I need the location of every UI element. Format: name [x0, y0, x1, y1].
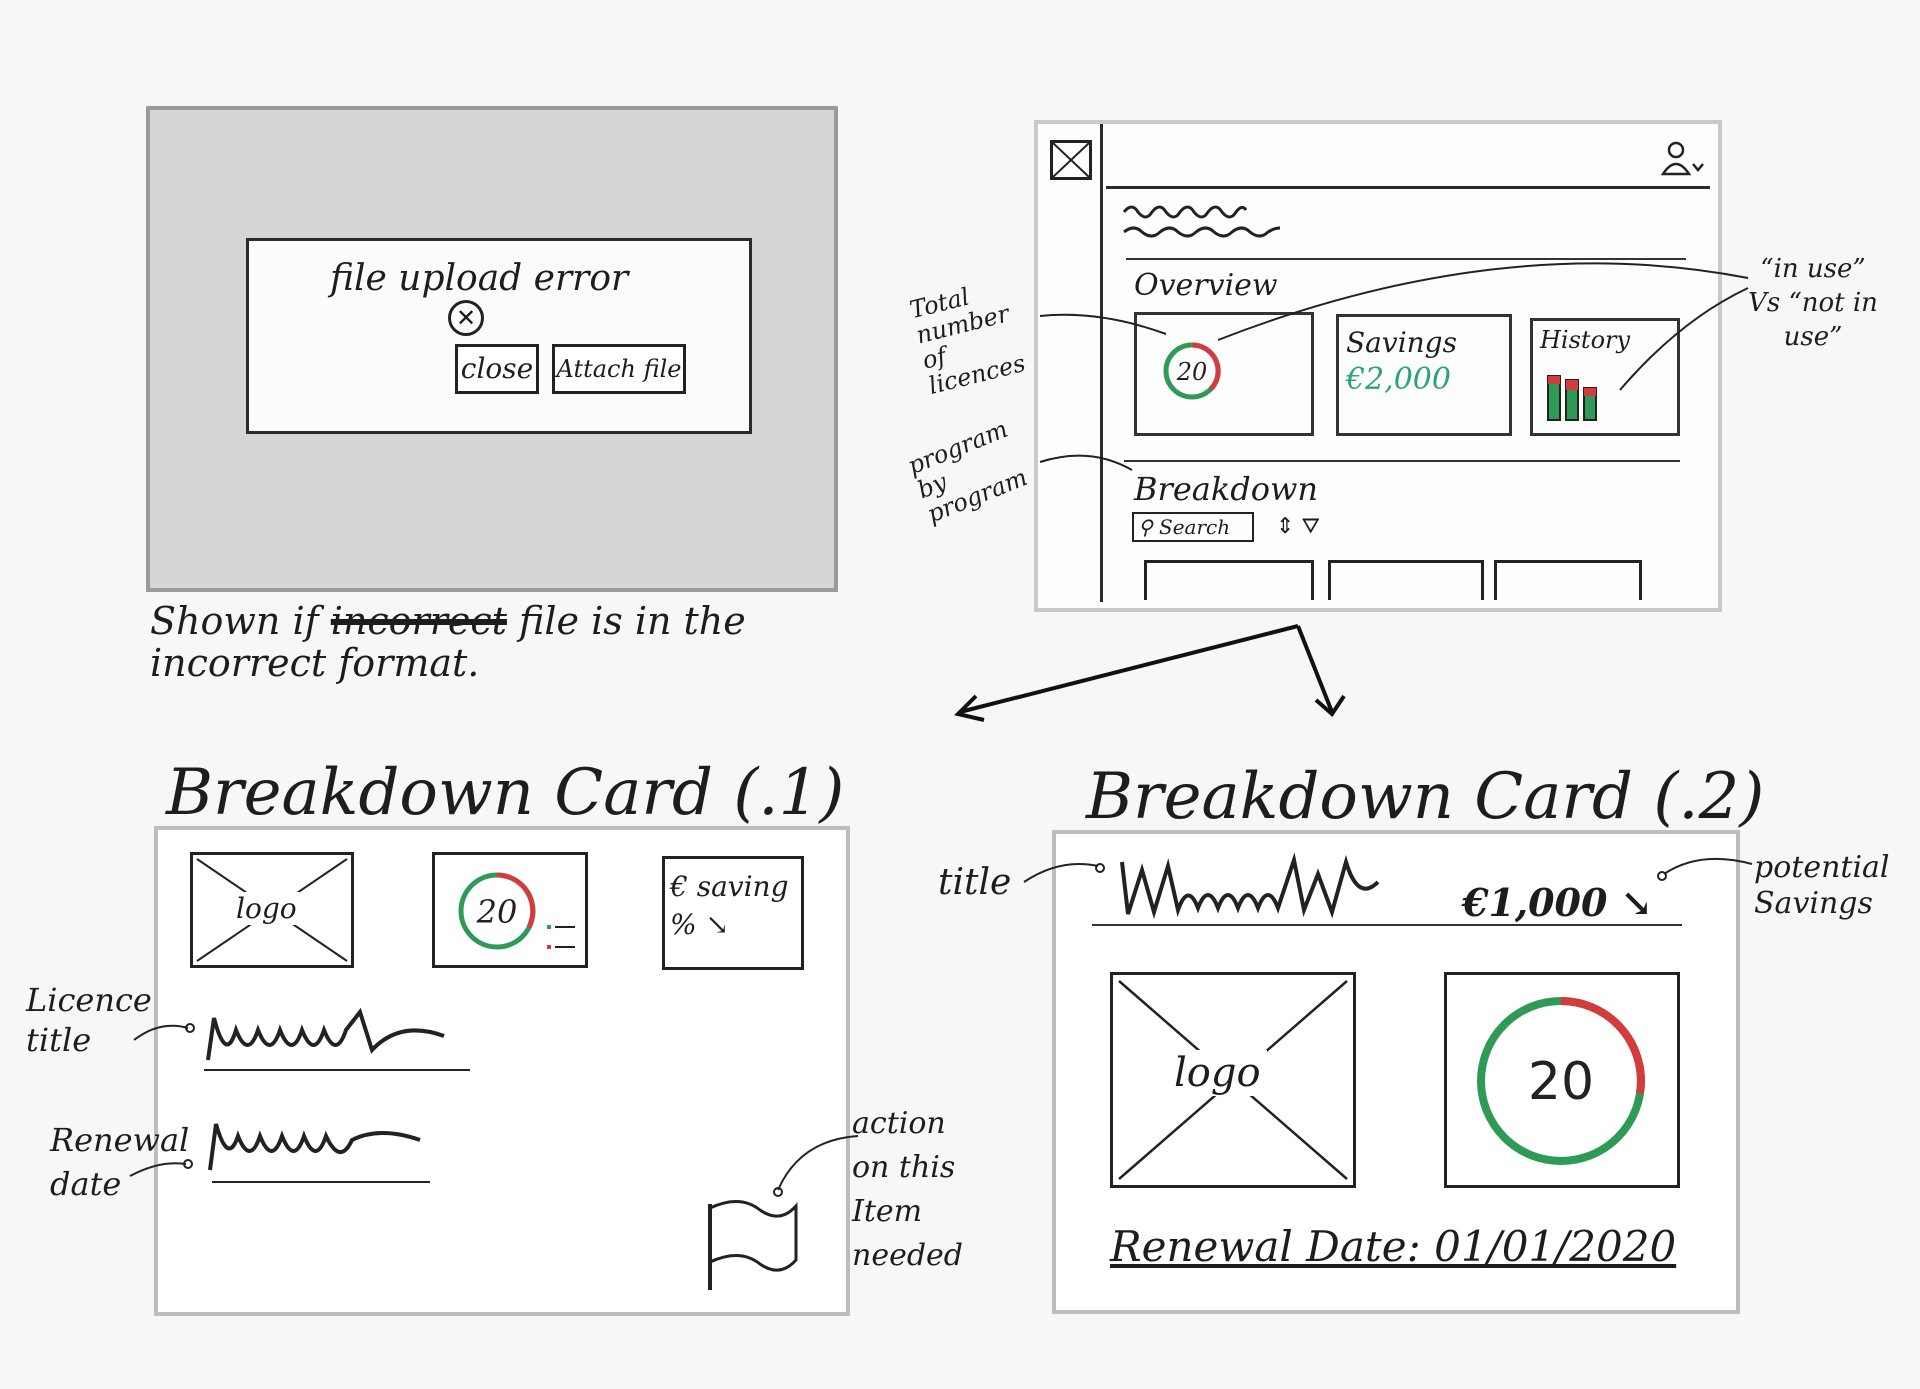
card1-donut: 20	[458, 872, 575, 950]
caption-struck-word: incorrect	[330, 599, 507, 643]
breakdown-mini-card[interactable]	[1144, 560, 1314, 600]
close-button[interactable]: close	[455, 344, 539, 394]
card2-chart-value: 20	[1528, 1052, 1594, 1112]
breakdown-mini-card[interactable]	[1328, 560, 1484, 600]
leader-line	[1663, 857, 1753, 875]
history-bar-segment	[1584, 388, 1596, 396]
card2-donut: 20	[1477, 997, 1645, 1165]
card2-usage-chart: 20	[1444, 972, 1680, 1188]
legend-dot	[547, 945, 551, 949]
potential-savings-label: potential Savings	[1754, 850, 1890, 921]
dialog-caption: Shown if incorrect file is in the incorr…	[150, 600, 830, 684]
arrowhead	[954, 694, 985, 722]
trend-down-icon: ↘	[705, 908, 729, 941]
search-label: Search	[1159, 515, 1231, 539]
card1-chart-value: 20	[476, 893, 518, 931]
card1-heading: Breakdown Card (.1)	[166, 756, 845, 830]
leader-line	[133, 1024, 189, 1041]
card1-logo-label: logo	[232, 892, 301, 925]
page-heading-scribble	[1122, 205, 1281, 238]
leader-dot	[1657, 871, 1667, 881]
app-logo-placeholder[interactable]	[1050, 140, 1092, 180]
dashboard-frame	[1034, 120, 1722, 612]
breakdown-card-2	[1052, 830, 1740, 1314]
legend-dot	[547, 925, 551, 929]
card2-price: €1,000 ↘	[1462, 880, 1653, 925]
dialog-title: file upload error	[330, 258, 629, 299]
card2-renewal-date: Renewal Date: 01/01/2020	[1110, 1222, 1677, 1271]
upload-error-dialog	[246, 238, 752, 434]
saving-line1: € saving	[670, 870, 789, 903]
card2-heading: Breakdown Card (.2)	[1086, 760, 1765, 834]
leader-line	[1217, 262, 1749, 341]
leader-dot	[183, 1159, 193, 1169]
history-bar-segment	[1566, 380, 1578, 390]
arrow-to-card1	[959, 624, 1299, 714]
filter-icon[interactable]: ⛛	[1301, 514, 1320, 539]
leader-line	[1619, 287, 1749, 391]
card2-divider	[1092, 924, 1682, 926]
savings-value: €2,000	[1346, 362, 1451, 397]
card1-usage-chart: 20	[432, 852, 588, 968]
arrow-to-card2	[1296, 625, 1334, 713]
topbar-divider	[1106, 186, 1710, 189]
renewal-date-scribble	[208, 1123, 421, 1171]
annotation-in-use: “in use” Vs “not in use”	[1748, 254, 1878, 352]
flag-icon[interactable]	[700, 1198, 810, 1294]
card2-title-scribble	[1120, 852, 1380, 920]
section-divider	[1124, 460, 1680, 462]
breakdown-mini-card[interactable]	[1494, 560, 1642, 600]
section-divider	[1126, 258, 1686, 260]
licences-donut: 20	[1163, 342, 1221, 400]
card1-saving-box	[662, 856, 804, 970]
leader-line	[1039, 454, 1133, 471]
user-icon	[1660, 141, 1704, 176]
leader-line	[777, 1135, 859, 1191]
saving-percent: %	[670, 908, 697, 941]
caption-suffix: file is in the incorrect format.	[150, 599, 746, 685]
search-icon: ⚲	[1138, 515, 1160, 539]
leader-line	[1023, 863, 1099, 883]
sort-icon[interactable]: ⇕	[1276, 514, 1295, 539]
licences-card[interactable]: 20	[1134, 312, 1314, 436]
trend-down-icon: ↘	[1620, 880, 1653, 925]
user-menu-icon[interactable]	[1660, 140, 1706, 189]
leader-dot	[185, 1023, 195, 1033]
flag-annotation: action on this Item needed	[852, 1106, 963, 1273]
leader-dot	[773, 1187, 783, 1197]
error-x-icon: ✕	[448, 300, 484, 336]
potential-savings-value: €1,000	[1462, 880, 1608, 925]
card1-saving-text: € saving % ↘	[670, 868, 789, 944]
sidebar-divider	[1100, 124, 1103, 602]
search-input[interactable]: ⚲ Search	[1132, 512, 1254, 542]
arrowhead	[1314, 694, 1346, 718]
history-label: History	[1540, 326, 1631, 354]
savings-card[interactable]	[1336, 314, 1512, 436]
card2-title-label: title	[938, 862, 1012, 903]
licences-count: 20	[1176, 358, 1208, 386]
leader-dot	[1095, 863, 1105, 873]
licence-title-label: Licence title	[26, 981, 152, 1059]
card2-logo-label: logo	[1168, 1050, 1267, 1096]
leader-line	[1039, 313, 1167, 335]
image-placeholder-icon	[1052, 142, 1090, 178]
sort-filter-controls[interactable]: ⇕ ⛛	[1276, 514, 1320, 539]
history-bar-segment	[1548, 376, 1560, 384]
savings-label: Savings	[1346, 326, 1457, 359]
history-bar-chart	[1547, 375, 1597, 421]
caption-prefix: Shown if	[150, 599, 331, 643]
breakdown-heading: Breakdown	[1134, 470, 1318, 508]
licence-title-scribble	[206, 1007, 445, 1061]
leader-line	[129, 1162, 187, 1177]
overview-heading: Overview	[1134, 268, 1278, 303]
attach-file-button[interactable]: Attach file	[552, 344, 686, 394]
saving-line2: % ↘	[670, 906, 789, 944]
history-card[interactable]	[1530, 318, 1680, 436]
